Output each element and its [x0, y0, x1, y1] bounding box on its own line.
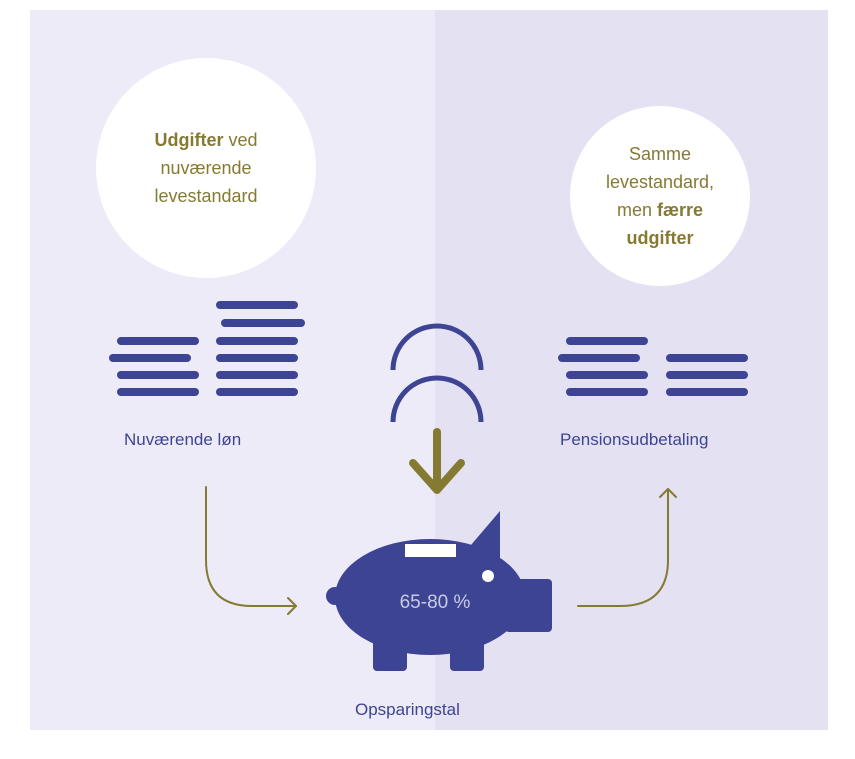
current-expenses-bubble: Udgifter ved nuværende levestandard: [96, 58, 316, 278]
bubble-strong-text: Udgifter: [154, 130, 224, 150]
bubble-text: levestandard: [154, 186, 258, 206]
pension-payout-label: Pensionsudbetaling: [560, 430, 709, 449]
bubble-text: Samme: [628, 144, 691, 164]
bubble-text: men: [616, 200, 657, 220]
coin-stack-icon: [109, 337, 199, 396]
coin-icon: [390, 323, 484, 371]
bubble-strong-text: færre: [656, 200, 704, 220]
savings-rate-label: Opsparingstal: [355, 700, 460, 719]
coin-icon: [390, 375, 484, 423]
down-arrow-icon: [409, 428, 465, 494]
curved-arrow-icon: [205, 486, 297, 615]
bubble-text: nuværende: [160, 158, 252, 178]
coin-stack-icon: [666, 354, 748, 396]
bubble-text: ved: [223, 130, 258, 150]
coin-stack-icon: [216, 301, 305, 396]
curved-arrow-icon: [577, 488, 677, 607]
piggy-bank-icon: [326, 511, 552, 671]
current-salary-label: Nuværende løn: [124, 430, 242, 449]
savings-rate-value: 65-80 %: [399, 592, 471, 613]
bubble-text: levestandard,: [605, 172, 715, 192]
same-standard-bubble: Samme levestandard, men færre udgifter: [570, 106, 750, 286]
bubble-strong-text: udgifter: [626, 228, 694, 248]
coin-stack-icon: [558, 337, 648, 396]
